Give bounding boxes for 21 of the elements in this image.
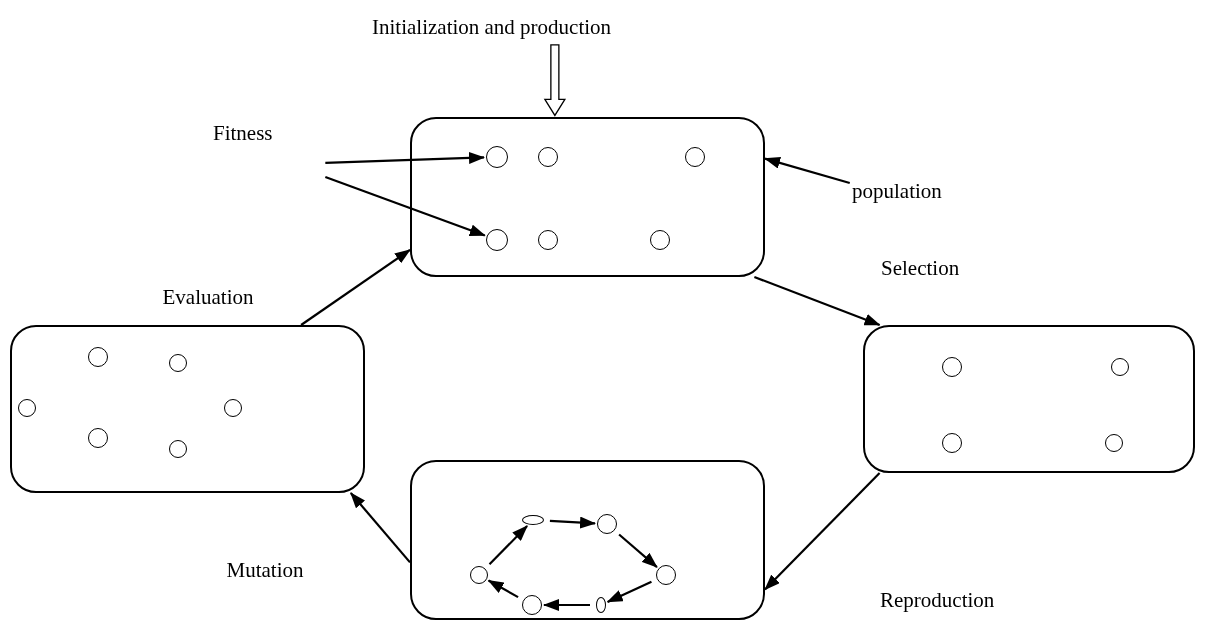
arrow — [488, 525, 528, 566]
arrow — [487, 579, 519, 599]
arrow — [606, 580, 652, 603]
text-label: Fitness — [213, 120, 273, 146]
arrow — [753, 275, 881, 327]
arrow — [618, 533, 658, 568]
arrow — [300, 248, 411, 326]
arrow — [764, 472, 881, 591]
arrow — [764, 156, 851, 184]
arrow — [543, 599, 590, 611]
population-box — [410, 460, 765, 620]
population-box — [863, 325, 1195, 473]
population-box — [10, 325, 365, 493]
arrow — [549, 516, 596, 529]
arrow — [324, 175, 486, 237]
arrow — [349, 492, 411, 564]
text-label: population — [852, 178, 942, 204]
arrow — [325, 151, 485, 164]
text-label: Initialization and production — [372, 14, 612, 40]
population-box — [410, 117, 765, 277]
hollow-arrow — [543, 44, 567, 117]
